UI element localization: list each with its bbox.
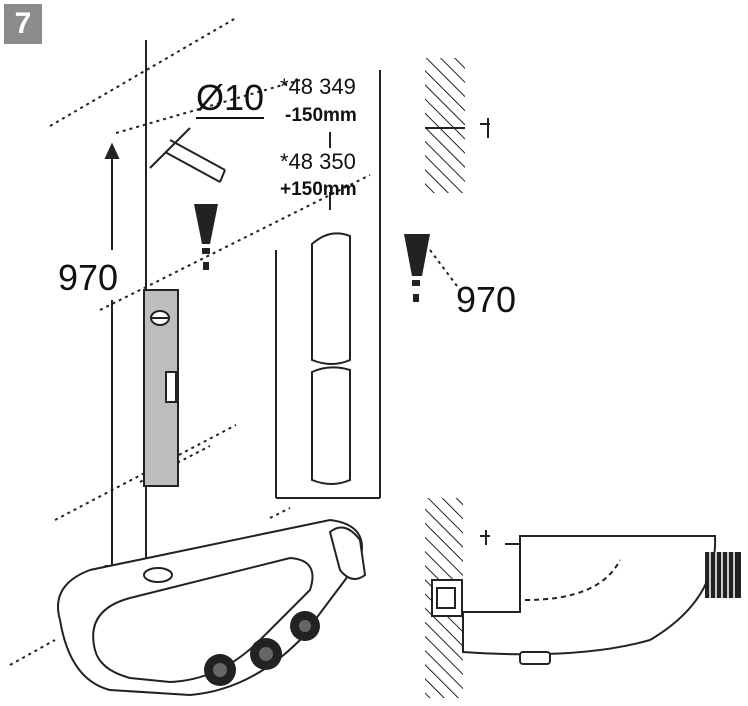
plumb-bob-right-icon xyxy=(404,234,430,302)
height-label-right: 970 xyxy=(456,279,517,320)
part-a-number-label: *48 349 xyxy=(280,74,356,99)
thermostat-side-view xyxy=(462,530,717,665)
step-number-badge: 7 xyxy=(4,4,42,44)
plumb-bob-right-string xyxy=(429,249,461,291)
part-b-number-label: *48 350 xyxy=(280,149,356,174)
plumb-bob-left-icon xyxy=(194,204,218,270)
extension-pipe-icon xyxy=(311,232,351,485)
part-a-size-label: -150mm xyxy=(285,105,357,126)
height-label-left: 970 xyxy=(58,257,119,298)
thermostat-side-knob-icon xyxy=(705,552,741,598)
height-dimension-left xyxy=(104,142,120,581)
part-b-size-label: +150mm xyxy=(280,179,357,200)
drill-bit-icon xyxy=(149,127,226,183)
drill-diameter-label: Ø10 xyxy=(196,77,265,119)
spirit-level-icon xyxy=(143,289,179,487)
floor-line xyxy=(9,639,56,666)
thermostat-knob-3-icon xyxy=(290,611,320,641)
wall-section-top xyxy=(425,58,490,193)
thermostat-knob-2-icon xyxy=(250,638,282,670)
thermostat-knob-1-icon xyxy=(204,654,236,686)
extension-frame xyxy=(275,70,381,499)
wall-section-bottom xyxy=(425,498,463,698)
